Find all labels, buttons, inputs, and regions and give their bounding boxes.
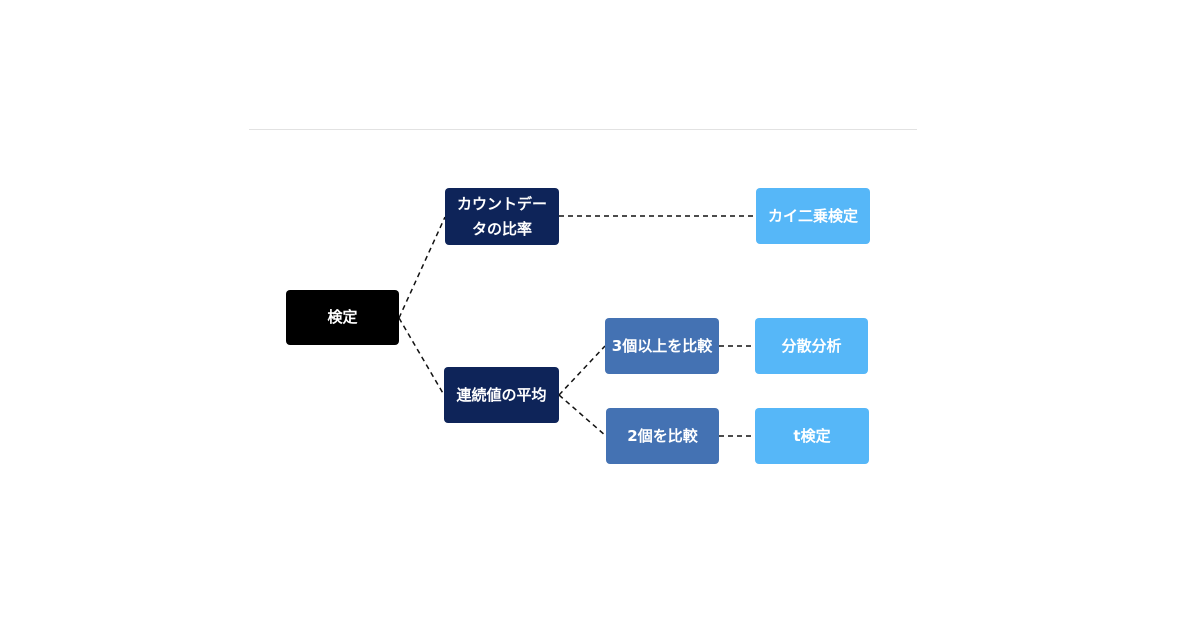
node-test: 検定 xyxy=(286,290,399,345)
top-divider xyxy=(249,129,917,130)
connector-root-mean xyxy=(398,317,445,396)
node-t-test: t検定 xyxy=(755,408,869,464)
connector-root-count xyxy=(398,216,446,319)
node-compare-three-plus: 3個以上を比較 xyxy=(605,318,719,374)
node-compare-two-label: 2個を比較 xyxy=(627,426,698,445)
node-t-test-label: t検定 xyxy=(793,426,831,445)
node-anova-label: 分散分析 xyxy=(781,336,842,355)
node-continuous-mean: 連続値の平均 xyxy=(444,367,559,423)
node-chi-square-test-label: カイ二乗検定 xyxy=(767,206,858,225)
node-anova: 分散分析 xyxy=(755,318,868,374)
connector-mean-two xyxy=(558,394,607,437)
node-chi-square-test: カイ二乗検定 xyxy=(756,188,870,244)
node-compare-two: 2個を比較 xyxy=(606,408,719,464)
node-test-label: 検定 xyxy=(327,308,358,326)
node-compare-three-plus-label: 3個以上を比較 xyxy=(611,336,713,355)
node-count-data-ratio-label: カウントデータの比率 xyxy=(456,194,547,238)
connector-mean-three xyxy=(558,345,606,396)
node-continuous-mean-label: 連続値の平均 xyxy=(456,385,547,404)
node-count-data-ratio: カウントデータの比率 xyxy=(445,188,559,245)
